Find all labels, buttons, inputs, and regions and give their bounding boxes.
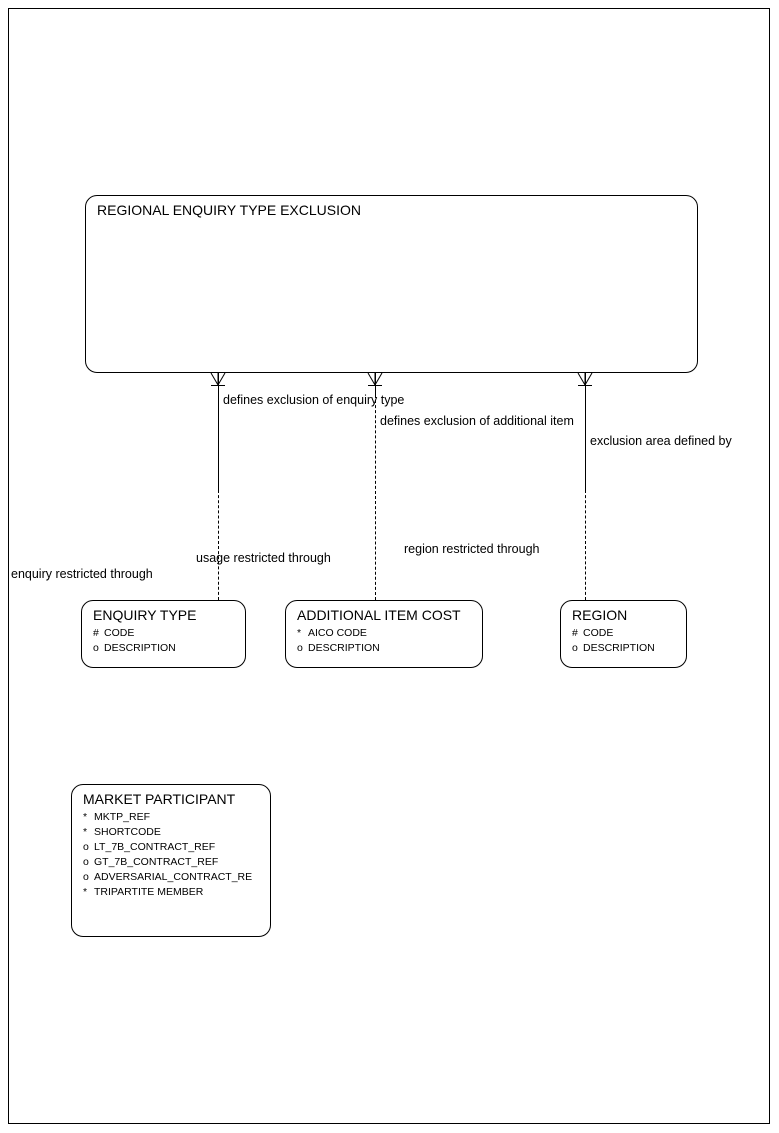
entity-region[interactable]: REGION # CODE o DESCRIPTION [560, 600, 687, 668]
attribute-label: DESCRIPTION [583, 642, 655, 654]
attribute-marker: o [83, 856, 89, 868]
attribute-list: # CODE o DESCRIPTION [572, 626, 655, 656]
entity-title: MARKET PARTICIPANT [83, 791, 236, 807]
entity-title: REGIONAL ENQUIRY TYPE EXCLUSION [97, 202, 362, 218]
attribute-row: o DESCRIPTION [93, 641, 176, 656]
relationship-label-region-restricted-through: region restricted through [404, 542, 540, 556]
attribute-list: # CODE o DESCRIPTION [93, 626, 176, 656]
attribute-label: DESCRIPTION [308, 642, 380, 654]
entity-regional-enquiry-type-exclusion[interactable]: REGIONAL ENQUIRY TYPE EXCLUSION [85, 195, 698, 373]
attribute-row: # CODE [93, 626, 176, 641]
relationship-label-usage-restricted-through: usage restricted through [196, 551, 331, 565]
attribute-marker: * [83, 826, 88, 838]
attribute-marker: o [83, 841, 89, 853]
attribute-marker: * [83, 811, 88, 823]
attribute-list: * MKTP_REF * SHORTCODE o LT_7B_CONTRACT_REF… [83, 810, 252, 900]
attribute-label: TRIPARTITE MEMBER [94, 886, 204, 898]
page-border [8, 8, 770, 1124]
attribute-marker: # [93, 627, 99, 639]
attribute-marker: * [83, 886, 88, 898]
entity-title: REGION [572, 607, 628, 623]
attribute-row: o ADVERSARIAL_CONTRACT_RE [83, 870, 252, 885]
attribute-row: * TRIPARTITE MEMBER [83, 885, 252, 900]
entity-market-participant[interactable]: MARKET PARTICIPANT * MKTP_REF * SHORTCODE … [71, 784, 271, 937]
attribute-label: GT_7B_CONTRACT_REF [94, 856, 219, 868]
entity-title: ADDITIONAL ITEM COST [297, 607, 461, 623]
entity-additional-item-cost[interactable]: ADDITIONAL ITEM COST * AICO CODE o DESCRIP… [285, 600, 483, 668]
attribute-label: CODE [104, 627, 135, 639]
attribute-marker: o [83, 871, 89, 883]
attribute-row: o DESCRIPTION [572, 641, 655, 656]
attribute-row: * MKTP_REF [83, 810, 252, 825]
attribute-marker: o [572, 642, 578, 654]
relationship-line-enquiry-type-dashed[interactable] [218, 490, 219, 600]
relationship-line-region-dashed[interactable] [585, 490, 586, 600]
relationship-label-defines-exclusion-of-enquiry-type: defines exclusion of enquiry type [223, 393, 405, 407]
attribute-label: LT_7B_CONTRACT_REF [94, 841, 216, 853]
relationship-line-additional-item-cost-dashed[interactable] [375, 395, 376, 600]
attribute-label: DESCRIPTION [104, 642, 176, 654]
attribute-label: CODE [583, 627, 614, 639]
attribute-row: o LT_7B_CONTRACT_REF [83, 840, 252, 855]
entity-enquiry-type[interactable]: ENQUIRY TYPE # CODE o DESCRIPTION [81, 600, 246, 668]
attribute-marker: # [572, 627, 578, 639]
relationship-line-enquiry-type-solid[interactable] [218, 373, 219, 490]
relationship-line-region-solid[interactable] [585, 373, 586, 490]
relationship-line-additional-item-cost-solid[interactable] [375, 373, 376, 395]
entity-title: ENQUIRY TYPE [93, 607, 197, 623]
attribute-row: * AICO CODE [297, 626, 380, 641]
attribute-row: # CODE [572, 626, 655, 641]
relationship-label-enquiry-restricted-through: enquiry restricted through [11, 567, 153, 581]
attribute-row: * SHORTCODE [83, 825, 252, 840]
attribute-row: o GT_7B_CONTRACT_REF [83, 855, 252, 870]
relationship-label-defines-exclusion-of-additional-item: defines exclusion of additional item [380, 414, 574, 428]
attribute-label: SHORTCODE [94, 826, 161, 838]
attribute-list: * AICO CODE o DESCRIPTION [297, 626, 380, 656]
attribute-label: AICO CODE [308, 627, 367, 639]
attribute-marker: o [297, 642, 303, 654]
relationship-label-exclusion-area-defined-by: exclusion area defined by [590, 434, 732, 448]
attribute-marker: * [297, 627, 302, 639]
attribute-marker: o [93, 642, 99, 654]
attribute-row: o DESCRIPTION [297, 641, 380, 656]
attribute-label: MKTP_REF [94, 811, 151, 823]
attribute-label: ADVERSARIAL_CONTRACT_RE [94, 871, 253, 883]
